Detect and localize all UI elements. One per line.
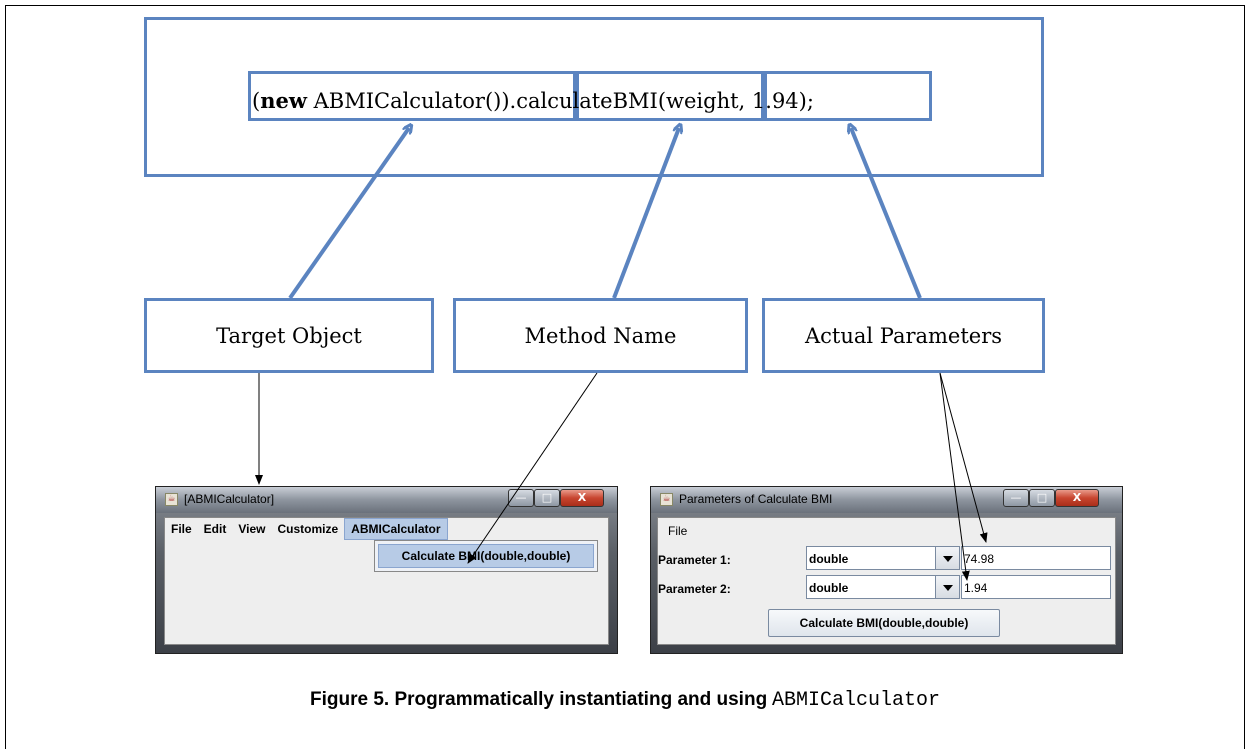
abmicalculator-window: ☕ [ABMICalculator] — □ X File Edit View … bbox=[155, 486, 618, 654]
chevron-down-icon[interactable] bbox=[935, 547, 959, 569]
window-title: Parameters of Calculate BMI bbox=[679, 492, 833, 506]
parameter-2-label: Parameter 2: bbox=[658, 582, 731, 596]
code-parameters: weight, 1.94); bbox=[666, 89, 814, 113]
dropdown-menu: Calculate BMI(double,double) bbox=[374, 540, 598, 572]
code-expression: (new ABMICalculator()).calculateBMI(weig… bbox=[252, 88, 814, 113]
parameter-1-value-field[interactable]: 74.98 bbox=[961, 546, 1111, 570]
menu-customize[interactable]: Customize bbox=[277, 522, 339, 536]
menu-abmicalculator[interactable]: ABMICalculator bbox=[344, 518, 448, 540]
parameter-1-type-value: double bbox=[809, 552, 849, 566]
parameter-2-type-value: double bbox=[809, 581, 849, 595]
window-title: [ABMICalculator] bbox=[184, 492, 275, 506]
maximize-button[interactable]: □ bbox=[1029, 489, 1055, 507]
parameter-1-type-select[interactable]: double bbox=[806, 546, 960, 570]
parameter-2-value-field[interactable]: 1.94 bbox=[961, 575, 1111, 599]
title-bar: ☕ [ABMICalculator] — □ X bbox=[156, 487, 617, 513]
parameter-1-label: Parameter 1: bbox=[658, 553, 731, 567]
figure-caption: Figure 5. Programmatically instantiating… bbox=[0, 689, 1250, 712]
target-object-segment bbox=[248, 71, 576, 121]
arrow-target-object bbox=[288, 128, 409, 300]
target-object-label-text: Target Object bbox=[216, 323, 362, 348]
target-object-label: Target Object bbox=[144, 298, 434, 373]
code-open-paren: ( bbox=[252, 89, 261, 113]
actual-parameters-label-text: Actual Parameters bbox=[804, 323, 1003, 348]
code-method-name: .calculateBMI( bbox=[509, 89, 667, 113]
method-name-label: Method Name bbox=[453, 298, 748, 373]
actual-parameters-label: Actual Parameters bbox=[762, 298, 1045, 373]
code-keyword-new: new bbox=[260, 88, 307, 113]
arrow-method-name bbox=[612, 128, 679, 299]
menu-view[interactable]: View bbox=[238, 522, 266, 536]
arrow-actual-parameters bbox=[851, 128, 922, 299]
menu-bar: File Edit View Customize ABMICalculator bbox=[165, 518, 608, 540]
java-cup-icon: ☕ bbox=[165, 493, 178, 506]
minimize-button[interactable]: — bbox=[508, 489, 534, 507]
parameter-2-type-select[interactable]: double bbox=[806, 575, 960, 599]
minimize-button[interactable]: — bbox=[1003, 489, 1029, 507]
figure-frame bbox=[5, 5, 1245, 749]
title-bar: ☕ Parameters of Calculate BMI — □ X bbox=[651, 487, 1122, 513]
close-button[interactable]: X bbox=[560, 489, 604, 507]
close-button[interactable]: X bbox=[1055, 489, 1099, 507]
parameters-segment bbox=[764, 71, 932, 121]
chevron-down-icon[interactable] bbox=[935, 576, 959, 598]
arrow-to-menu-item bbox=[467, 372, 598, 564]
java-cup-icon: ☕ bbox=[660, 493, 673, 506]
maximize-button[interactable]: □ bbox=[534, 489, 560, 507]
menu-item-calculate-bmi[interactable]: Calculate BMI(double,double) bbox=[378, 544, 594, 568]
calculate-bmi-button[interactable]: Calculate BMI(double,double) bbox=[768, 609, 1000, 637]
method-name-label-text: Method Name bbox=[524, 323, 677, 348]
method-name-segment bbox=[576, 71, 764, 121]
window-client-area: File Parameter 1: double 74.98 Parameter… bbox=[657, 517, 1116, 645]
parameters-window: ☕ Parameters of Calculate BMI — □ X File… bbox=[650, 486, 1123, 654]
arrow-to-param-2 bbox=[939, 372, 970, 581]
menu-file[interactable]: File bbox=[668, 524, 688, 538]
caption-bold-text: Figure 5. Programmatically instantiating… bbox=[310, 689, 768, 710]
caption-mono-text: ABMICalculator bbox=[771, 689, 940, 712]
arrow-to-param-1 bbox=[939, 372, 988, 543]
code-target-object: ABMICalculator()) bbox=[313, 89, 510, 113]
menu-file[interactable]: File bbox=[171, 522, 192, 536]
menu-edit[interactable]: Edit bbox=[203, 522, 227, 536]
code-box bbox=[144, 17, 1044, 177]
window-client-area: File Edit View Customize ABMICalculator … bbox=[164, 517, 609, 645]
